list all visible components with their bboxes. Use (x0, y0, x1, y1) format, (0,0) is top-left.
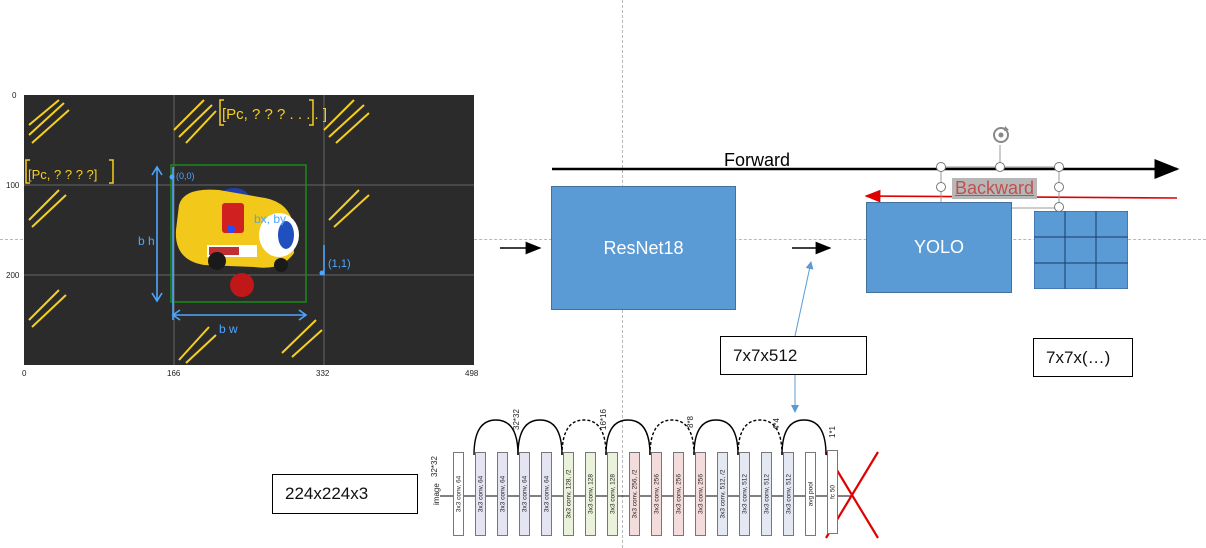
feature-size-box[interactable]: 7x7x512 (720, 336, 867, 375)
resize-handle[interactable] (1054, 182, 1064, 192)
resnet-size-label: 32*32 (512, 409, 521, 430)
resnet-layer-label: 3x3 conv, 128 (587, 474, 594, 514)
backward-label[interactable]: Backward (952, 178, 1038, 199)
resnet-layer: 3x3 conv, 128 (607, 452, 618, 536)
x-tick: 332 (316, 369, 330, 378)
y-tick: 0 (12, 91, 17, 100)
toy-object (175, 188, 299, 297)
corner-label: (1,1) (328, 258, 351, 270)
resnet-layer-label: 3x3 conv, 64 (521, 475, 528, 513)
resnet-layer: 3x3 conv, 512 (739, 452, 750, 536)
yolo-block[interactable]: YOLO (866, 202, 1012, 293)
feature-callout-up (794, 261, 814, 337)
resnet-layer-label: 3x3 conv, 64 (499, 475, 506, 513)
resnet-layer-label: 3x3 conv, 256 (675, 474, 682, 514)
rotate-handle-icon[interactable] (990, 124, 1012, 146)
forward-label: Forward (724, 150, 791, 170)
resnet-layer: fc 50 (827, 450, 838, 534)
resnet-layer: 3x3 conv, 64 (541, 452, 552, 536)
y-tick: 200 (6, 271, 20, 280)
resnet-layer-label: 3x3 conv, 256 (653, 474, 660, 514)
resnet-layer-label: 3x3 conv, 256, /2 (631, 469, 638, 519)
yellow-hatch-marks (28, 99, 370, 364)
resnet-layer-label: avg pool (807, 481, 814, 507)
input-size-box[interactable]: 224x224x3 (272, 474, 418, 514)
resnet-layer: avg pool (805, 452, 816, 536)
pc-label-left: [Pc, ? ? ? ?] (28, 167, 97, 182)
blue-annotations (151, 165, 325, 321)
y-tick: 100 (6, 181, 20, 190)
resnet-size-label: 4*4 (772, 417, 781, 430)
output-grid (1033, 210, 1129, 290)
resize-handle[interactable] (1054, 162, 1064, 172)
resnet-layer-label: 3x3 conv, 128, /2 (565, 469, 572, 519)
resize-handle[interactable] (936, 162, 946, 172)
resnet-layer: 3x3 conv, 128 (585, 452, 596, 536)
height-label: b h (138, 234, 155, 248)
resnet-layer: 3x3 conv, 64 (475, 452, 486, 536)
resnet-size-label: 1*1 (828, 425, 837, 438)
x-tick: 498 (465, 369, 479, 378)
resnet-layer-label: 3x3 conv, 128 (609, 474, 616, 514)
x-tick: 166 (167, 369, 181, 378)
resnet-layer: 3x3 conv, 64 (519, 452, 530, 536)
photo-drawing: [Pc, ? ? ? . . . . ] [Pc, ? ? ? ?] (24, 95, 474, 365)
resnet-layer-label: 3x3 conv, 64 (543, 475, 550, 513)
resnet-layer-label: 3x3 conv, 512, /2 (719, 469, 726, 519)
annotated-photo: [Pc, ? ? ? . . . . ] [Pc, ? ? ? ?] (24, 95, 474, 365)
skip-connections (473, 419, 827, 456)
resnet-size-label: 16*16 (599, 409, 608, 430)
resnet-size-label: 8*8 (686, 415, 695, 428)
yellow-brackets (25, 99, 314, 184)
resnet-layer: 3x3 conv, 64 (497, 452, 508, 536)
resize-handle[interactable] (995, 162, 1005, 172)
resnet-size-label: 32*32 (430, 456, 439, 477)
width-label: b w (219, 322, 238, 336)
resnet-layer: 3x3 conv, 512 (783, 452, 794, 536)
resnet-layer-label: 3x3 conv, 64 (477, 475, 484, 513)
resnet18-block[interactable]: ResNet18 (551, 186, 736, 310)
resnet-layer: 3x3 conv, 256, /2 (629, 452, 640, 536)
resnet-layer: 3x3 conv, 256 (673, 452, 684, 536)
resnet-layer: 3x3 conv, 512, /2 (717, 452, 728, 536)
resnet-layer-label: 3x3 conv, 256 (697, 474, 704, 514)
resnet-layer-label: fc 50 (829, 484, 836, 500)
resnet-layer: 3x3 conv, 512 (761, 452, 772, 536)
bounding-box (170, 164, 307, 303)
output-grid-drawing (1033, 210, 1129, 290)
resize-handle[interactable] (936, 182, 946, 192)
resnet-layer: 3x3 conv, 64 (453, 452, 464, 536)
resnet-input-label: image (432, 483, 441, 505)
resnet-layer: 3x3 conv, 128, /2 (563, 452, 574, 536)
resnet-layer-label: 3x3 conv, 512 (785, 474, 792, 514)
resnet-layer-label: 3x3 conv, 512 (741, 474, 748, 514)
origin-label: (0,0) (176, 171, 195, 181)
resnet-layer-label: 3x3 conv, 64 (455, 475, 462, 513)
resnet-layer: 3x3 conv, 256 (695, 452, 706, 536)
center-label: bx, by (254, 212, 286, 226)
resnet-layer: 3x3 conv, 256 (651, 452, 662, 536)
x-tick: 0 (22, 369, 27, 378)
output-size-box[interactable]: 7x7x(…) (1033, 338, 1133, 377)
resnet-layer-label: 3x3 conv, 512 (763, 474, 770, 514)
pc-label-top: [Pc, ? ? ? . . . . ] (222, 106, 327, 123)
